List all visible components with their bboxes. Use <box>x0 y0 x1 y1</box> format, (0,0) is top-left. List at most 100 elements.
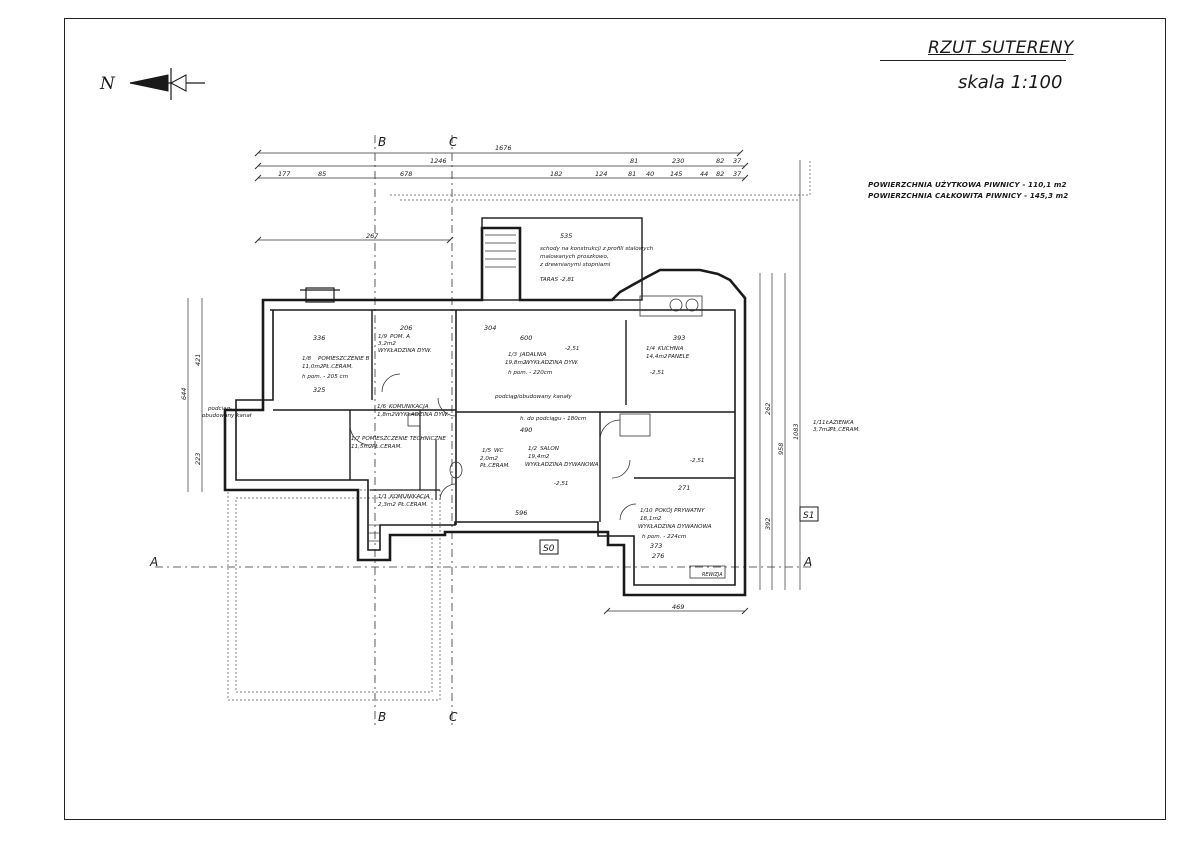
room-wc-floor: PŁ.CERAM. <box>480 463 510 469</box>
dim-top3-4: 124 <box>595 170 607 178</box>
dim-inner-9: 276 <box>652 552 664 560</box>
s1-box <box>799 506 819 522</box>
drawing-frame <box>64 18 1166 820</box>
sheet-title: RZUT SUTERENY <box>928 38 1074 58</box>
dim-223: 223 <box>194 453 202 465</box>
tag-s0: S0 <box>543 544 555 554</box>
section-a-left: A <box>149 555 158 569</box>
room-kom-b-num: 1/1 <box>378 494 387 500</box>
room-pom-a-num: 1/9 <box>378 334 387 340</box>
room-kuchnia-num: 1/4 <box>646 346 655 352</box>
terrace-outline <box>227 160 811 701</box>
room-kom-b-area: 2,3m2 <box>378 502 396 508</box>
room-salon-area: 19,4m2 <box>528 454 550 460</box>
area-usable: POWIERZCHNIA UŻYTKOWA PIWNICY - 110,1 m2 <box>868 180 1067 189</box>
section-c-top: C <box>449 135 458 149</box>
dim-top2-0: 1246 <box>430 157 447 165</box>
s0-box <box>539 539 559 555</box>
fixtures <box>407 295 726 579</box>
dim-top2-4: 37 <box>733 157 742 165</box>
room-pokoj-area: 18,1m2 <box>640 516 662 522</box>
room-lazienka-num: 1/11 <box>813 420 826 426</box>
tag-s1: S1 <box>803 511 814 521</box>
dim-469: 469 <box>672 603 684 611</box>
walls <box>223 217 747 597</box>
dim-top3-6: 40 <box>646 170 654 178</box>
room-jadalnia-area: 19,8m2 <box>505 360 527 366</box>
room-pom-a-area: 3,2m2 <box>378 341 396 347</box>
dim-inner-5: 490 <box>520 426 532 434</box>
dim-421: 421 <box>194 354 202 366</box>
room-kom-a-floor: WYKŁADZINA DYW. <box>395 412 449 418</box>
room-pokoj-h: h pom. - 224cm <box>642 534 687 540</box>
dim-top3-2: 678 <box>400 170 412 178</box>
section-a-right: A <box>803 555 812 569</box>
stair-steps <box>368 234 516 542</box>
room-pom-a-floor: WYKŁADZINA DYW. <box>378 348 432 354</box>
room-salon-name: SALON <box>540 446 560 452</box>
room-wc-area: 2,0m2 <box>480 456 498 462</box>
dim-535: 535 <box>560 232 572 240</box>
title-underline <box>880 60 1066 61</box>
dim-top3-0: 177 <box>278 170 291 178</box>
note-stairs-2: z drewnianymi stopniami <box>539 262 611 268</box>
room-pom-b-h: h pom. - 205 cm <box>302 374 349 380</box>
room-lazienka-name: ŁAZIENKA <box>825 420 854 426</box>
section-lines <box>155 135 812 725</box>
dim-inner-2: 206 <box>400 324 412 332</box>
dim-inner-8: 373 <box>650 542 662 550</box>
room-lazienka-floor: PŁ.CERAM. <box>830 427 860 433</box>
dim-overall: 1676 <box>495 144 512 152</box>
room-pom-a-name: POM. A <box>390 334 410 340</box>
room-jadalnia-num: 1/3 <box>508 352 517 358</box>
plan-notes: schody na konstrukcji z profili stalowyc… <box>202 246 723 578</box>
note-lev-kuchnia: -2,51 <box>650 370 664 376</box>
dim-inner-4: 600 <box>520 334 532 342</box>
dim-top2-2: 230 <box>672 157 684 165</box>
room-wc-num: 1/5 <box>482 448 491 454</box>
note-lev2: -2,81 <box>560 277 574 283</box>
section-c-bottom: C <box>449 710 458 724</box>
dim-1083: 1083 <box>792 423 800 440</box>
note-lev-salon: -2,51 <box>554 481 568 487</box>
dim-top2-1: 81 <box>630 157 638 165</box>
door-swings <box>349 373 637 521</box>
dimension-chains <box>187 149 801 615</box>
note-taras: TARAS <box>540 277 558 283</box>
dim-inner-3: 304 <box>484 324 496 332</box>
area-total: POWIERZCHNIA CAŁKOWITA PIWNICY - 145,3 m… <box>868 191 1069 200</box>
north-arrow-icon <box>129 68 205 100</box>
room-jadalnia-floor: WYKŁADZINA DYW. <box>525 360 579 366</box>
room-pokoj-name: POKÓJ PRYWATNY <box>655 507 705 514</box>
note-stairs-0: schody na konstrukcji z profili stalowyc… <box>540 246 654 252</box>
room-kom-a-name: KOMUNIKACJA <box>389 404 429 410</box>
room-salon-floor: WYKŁADZINA DYWANOWA <box>525 462 599 468</box>
dim-top3-7: 145 <box>670 170 682 178</box>
room-kom-b-floor: PŁ.CERAM. <box>398 502 428 508</box>
note-lev-jadalnia: -2,51 <box>565 346 579 352</box>
note-kanal-left-0: podciąg- <box>207 406 232 412</box>
room-pom-b-area: 11,0m2 <box>302 364 324 370</box>
dim-644: 644 <box>180 388 188 400</box>
section-tags: S0 S1 <box>539 506 819 555</box>
note-kanal-mid: podciąg/obudowany kanały <box>494 394 572 400</box>
room-lazienka-area: 3,7m2 <box>813 427 831 433</box>
note-stairs-1: malowanych proszkowo, <box>540 254 609 260</box>
dim-top3-5: 81 <box>628 170 636 178</box>
room-kuchnia-floor: PANELE <box>668 354 690 360</box>
room-pom-b-name: POMIESZCZENIE B <box>318 356 370 362</box>
room-jadalnia-h: h pom. - 220cm <box>508 370 553 376</box>
room-pom-b-num: 1/8 <box>302 356 311 362</box>
dim-top3-3: 182 <box>550 170 562 178</box>
room-pokoj-num: 1/10 <box>640 508 653 514</box>
section-markers: B C B C A A <box>149 135 812 724</box>
sheet-scale: skala 1:100 <box>958 72 1063 93</box>
dim-top3-10: 37 <box>733 170 742 178</box>
room-kom-b-name: KOMUNIKACJA <box>390 494 430 500</box>
room-wc-name: WC <box>494 448 504 454</box>
room-kom-a-num: 1/6 <box>377 404 386 410</box>
dim-top2-3: 82 <box>716 157 724 165</box>
dim-267: 267 <box>366 232 379 240</box>
note-lev-pokoj: -2,51 <box>690 458 704 464</box>
